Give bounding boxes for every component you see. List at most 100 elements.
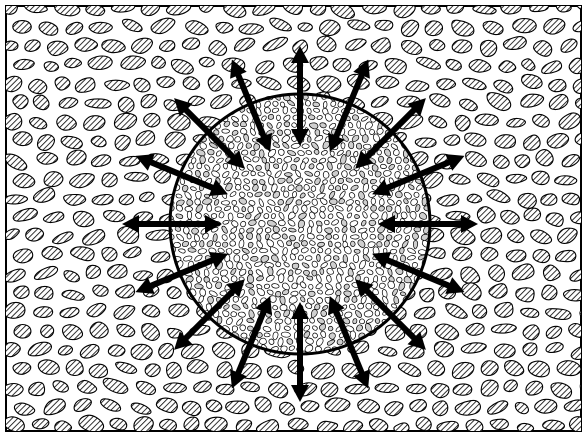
coarse-grain <box>541 194 557 205</box>
fine-grain <box>310 318 315 323</box>
fine-grain <box>200 241 204 248</box>
fine-grain <box>215 282 221 289</box>
coarse-grain <box>524 208 540 221</box>
fine-grain <box>251 256 259 261</box>
fine-grain <box>328 214 333 219</box>
fine-grain <box>312 199 317 205</box>
fine-grain <box>283 248 288 255</box>
coarse-grain <box>532 171 549 184</box>
coarse-grain <box>447 0 464 13</box>
fine-grain <box>269 339 274 345</box>
fine-grain <box>317 115 322 119</box>
coarse-grain <box>32 419 48 429</box>
fine-grain <box>363 144 371 149</box>
fine-grain <box>239 192 245 198</box>
fine-grain <box>249 200 255 205</box>
fine-grain <box>328 241 332 247</box>
coarse-grain <box>3 383 23 396</box>
coarse-grain <box>325 398 350 412</box>
fine-grain <box>386 206 392 212</box>
coarse-grain <box>125 172 149 181</box>
fine-grain <box>328 205 333 211</box>
coarse-grain <box>571 212 587 224</box>
coarse-grain <box>453 247 472 260</box>
fine-grain <box>359 319 364 324</box>
fine-grain <box>350 235 359 239</box>
fine-grain <box>403 158 408 163</box>
fine-grain <box>273 305 278 309</box>
fine-grain <box>228 143 234 149</box>
fine-grain <box>208 149 215 154</box>
coarse-grain <box>434 342 453 357</box>
fine-grain <box>284 156 292 162</box>
fine-grain <box>350 170 357 176</box>
coarse-grain <box>375 20 393 30</box>
fine-grain <box>292 123 297 128</box>
coarse-grain <box>90 322 108 338</box>
fine-grain <box>305 256 312 261</box>
fine-grain <box>232 326 237 332</box>
fine-grain <box>400 248 405 254</box>
fine-grain <box>197 163 202 169</box>
fine-grain <box>370 129 375 134</box>
fine-grain <box>393 149 399 155</box>
fine-grain <box>260 338 267 344</box>
fine-grain <box>317 225 322 233</box>
fine-grain <box>302 144 309 149</box>
fine-grain <box>329 185 334 190</box>
fine-grain <box>207 204 212 211</box>
fine-grain <box>317 163 324 170</box>
fine-grain <box>239 240 244 248</box>
fine-grain <box>242 207 246 212</box>
fine-grain <box>337 163 341 169</box>
fine-grain <box>354 151 358 157</box>
fine-grain <box>264 107 270 113</box>
coarse-grain <box>582 172 587 188</box>
fine-grain <box>344 284 349 289</box>
coarse-grain <box>376 76 399 88</box>
fine-grain <box>259 179 265 184</box>
fine-grain <box>275 291 280 297</box>
fine-grain <box>345 276 353 282</box>
coarse-grain <box>144 113 160 127</box>
coarse-grain <box>14 325 31 339</box>
fine-grain <box>354 249 360 253</box>
coarse-grain <box>415 138 436 147</box>
coarse-grain <box>564 290 587 301</box>
fine-grain <box>203 171 209 177</box>
coarse-grain <box>44 62 58 72</box>
fine-grain <box>357 121 361 128</box>
coarse-grain <box>169 304 189 317</box>
coarse-grain <box>44 172 63 187</box>
coarse-grain <box>88 56 112 69</box>
fine-grain <box>318 290 323 294</box>
coarse-grain <box>582 249 587 264</box>
fine-grain <box>315 171 320 176</box>
coarse-grain <box>298 23 312 31</box>
fine-grain <box>330 151 334 156</box>
fine-grain <box>370 179 376 184</box>
fine-grain <box>388 281 395 288</box>
fine-grain <box>401 212 407 219</box>
coarse-grain <box>407 384 426 393</box>
coarse-grain <box>542 285 557 300</box>
fine-grain <box>265 228 271 233</box>
coarse-grain <box>523 343 537 356</box>
fine-grain <box>204 194 209 198</box>
fine-grain <box>356 325 362 331</box>
fine-grain <box>318 242 325 247</box>
coarse-grain <box>410 400 427 412</box>
fine-grain <box>324 220 329 225</box>
fine-grain <box>292 263 299 269</box>
coarse-grain <box>199 57 214 67</box>
coarse-grain <box>205 417 227 431</box>
fine-grain <box>326 234 332 239</box>
fine-grain <box>217 316 222 324</box>
fine-grain <box>291 164 297 170</box>
fine-grain <box>312 261 318 267</box>
fine-grain <box>291 248 298 254</box>
coarse-grain <box>501 0 522 14</box>
fine-grain <box>298 227 303 232</box>
fine-grain <box>272 233 281 239</box>
fine-grain <box>268 114 274 119</box>
